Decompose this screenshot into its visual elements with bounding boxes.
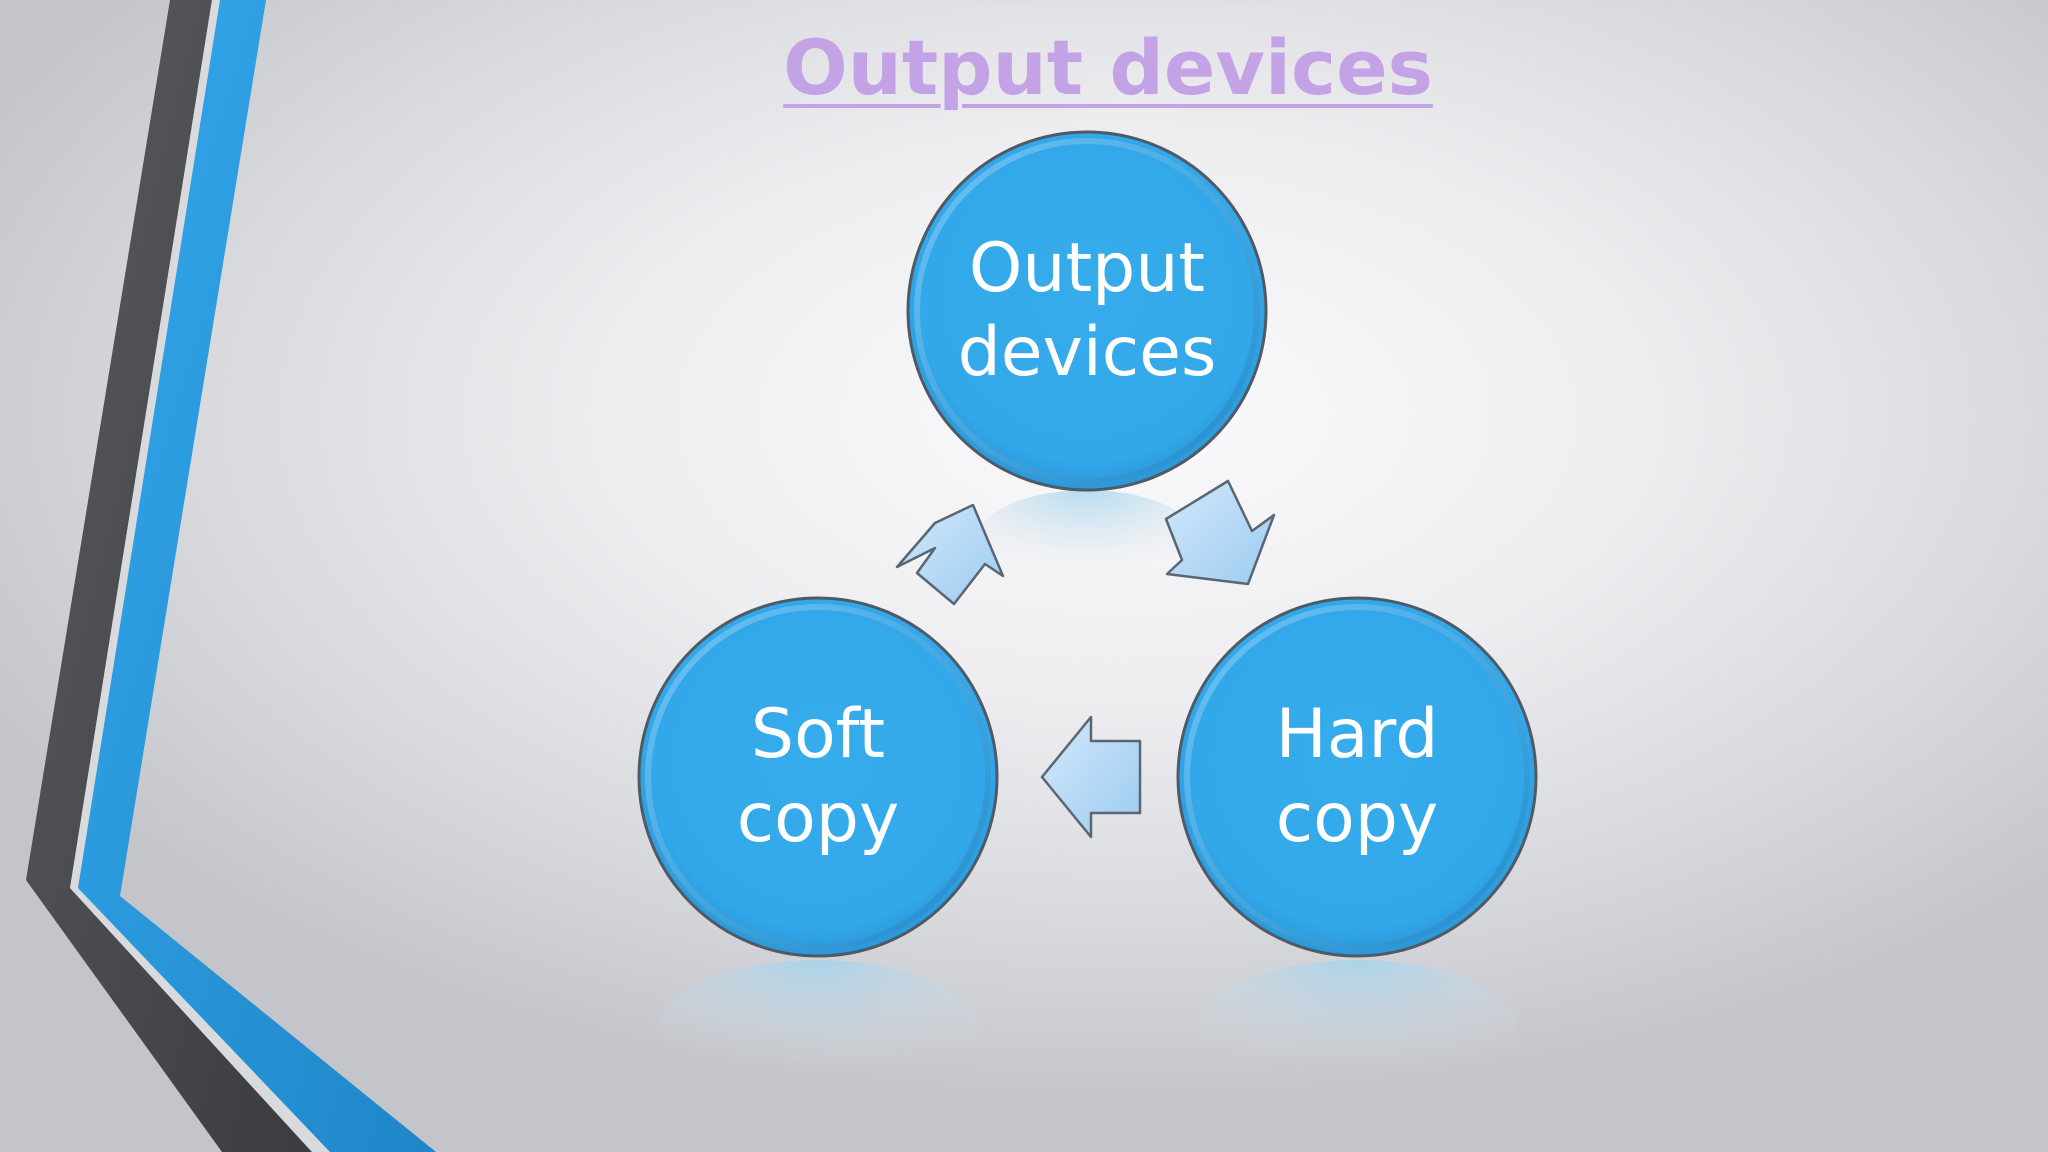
- slide-title: Output devices: [783, 23, 1433, 112]
- node-label-soft-copy: Soft copy: [638, 693, 998, 861]
- node-label-output-devices: Output devices: [907, 227, 1267, 395]
- node-label-line: Output: [968, 229, 1206, 308]
- node-hard-copy: [1176, 596, 1538, 958]
- node-label-line: Soft: [750, 695, 886, 774]
- reflection-right: [1197, 960, 1517, 1100]
- arrow-soft-to-output: [895, 503, 1005, 606]
- node-output-devices: [906, 130, 1268, 492]
- arrow-hard-to-soft: [1040, 715, 1142, 839]
- light-gap-stripe: [70, 0, 330, 1152]
- node-label-line: Hard: [1275, 695, 1439, 774]
- reflection-top: [977, 490, 1197, 590]
- blue-stripe: [78, 0, 436, 1152]
- node-label-line: copy: [736, 779, 900, 858]
- arrow-output-to-hard: [1164, 479, 1276, 586]
- dark-stripe: [26, 0, 312, 1152]
- node-label-hard-copy: Hard copy: [1177, 693, 1537, 861]
- node-label-line: devices: [957, 313, 1217, 392]
- node-soft-copy: [637, 596, 999, 958]
- node-label-line: copy: [1275, 779, 1439, 858]
- reflection-left: [658, 960, 978, 1100]
